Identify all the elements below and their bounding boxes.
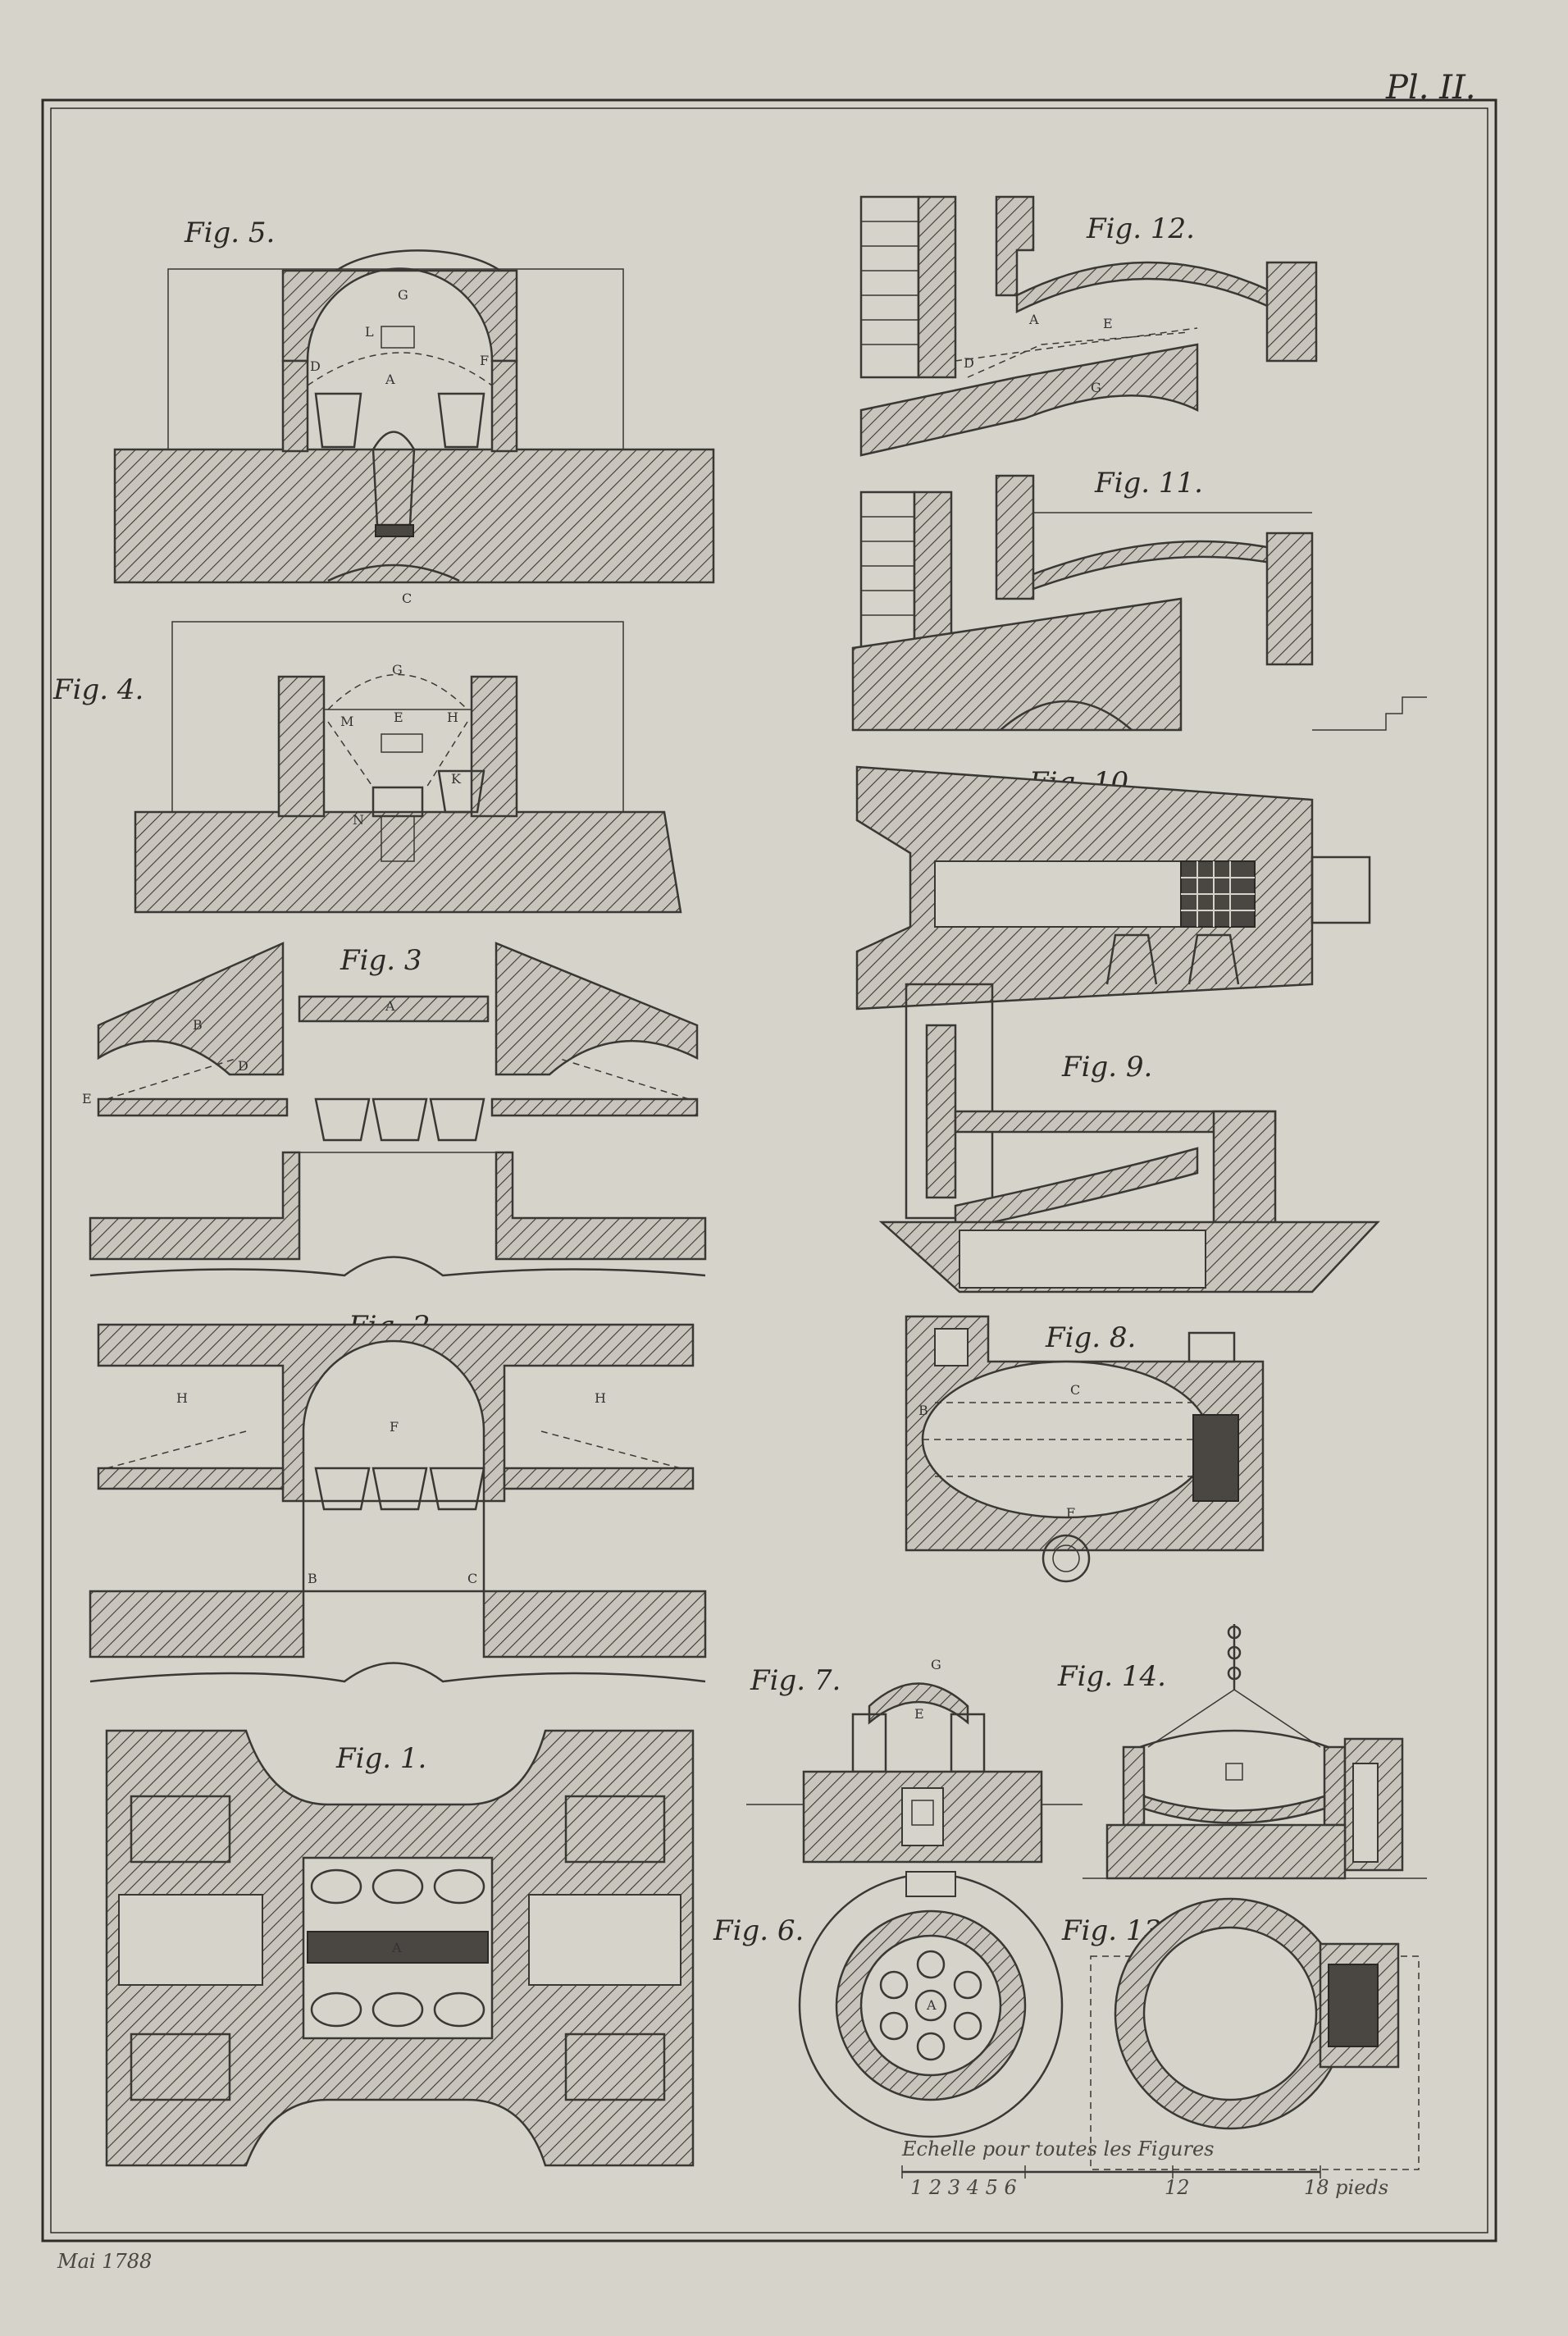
letter-f-8: F — [1066, 1505, 1075, 1521]
letter-g: G — [398, 287, 408, 303]
letter-c-2: C — [467, 1571, 477, 1586]
letter-f-2: F — [390, 1419, 399, 1435]
letter-e-12: E — [1103, 316, 1113, 331]
scale-numbers: 1 2 3 4 5 6 — [910, 2176, 1017, 2199]
figure-9-label: Fig. 9. — [1061, 1051, 1152, 1084]
figure-7-label: Fig. 7. — [750, 1664, 841, 1697]
letter-e-3: E — [82, 1091, 92, 1106]
figure-5-label: Fig. 5. — [184, 217, 275, 249]
letter-l: L — [365, 324, 374, 340]
letter-e: E — [394, 709, 403, 725]
scale-bar: Echelle pour toutes les Figures 1 2 3 4 … — [901, 2138, 1388, 2199]
letter-g-7: G — [931, 1657, 941, 1672]
figure-12-label: Fig. 12. — [1086, 212, 1195, 245]
letter-b-8: B — [918, 1403, 928, 1418]
figure-11: Fig. 11. — [851, 467, 1427, 732]
scale-caption: Echelle pour toutes les Figures — [901, 2138, 1214, 2160]
letter-a-3: A — [385, 998, 395, 1014]
letter-e-7: E — [914, 1706, 924, 1722]
figure-14-label: Fig. 14. — [1057, 1660, 1166, 1693]
figure-10: Fig. 10. — [855, 765, 1371, 1011]
figure-5: Fig. 5. G L A D F C — [113, 217, 715, 606]
figure-9: Fig. 9. — [878, 983, 1380, 1293]
plate-inner-frame — [50, 107, 1488, 2233]
figure-1: Fig. 1. A — [105, 1729, 695, 2167]
figure-3-label: Fig. 3 — [340, 944, 422, 977]
figure-6-label: Fig. 6. — [713, 1914, 804, 1947]
figure-6: Fig. 6. A — [713, 1871, 1064, 2138]
figure-7: Fig. 7. G E — [746, 1657, 1083, 1864]
figure-12: Fig. 12. A D E G — [859, 195, 1318, 457]
letter-a-1: A — [391, 1940, 402, 1955]
figure-11-label: Fig. 11. — [1094, 467, 1203, 500]
letter-h-2a: H — [176, 1390, 188, 1406]
letter-m: M — [340, 714, 353, 729]
figure-14: Fig. 14. — [1057, 1624, 1427, 1880]
figure-4: Fig. 4. G M E H N K — [52, 621, 682, 914]
letter-g-4: G — [392, 662, 403, 678]
letter-a-12: A — [1028, 312, 1039, 327]
scale-mid-mark: 12 — [1165, 2176, 1190, 2199]
letter-h-2b: H — [595, 1390, 606, 1406]
letter-b-3: B — [193, 1017, 203, 1033]
letter-d-12: D — [964, 355, 974, 371]
figure-2: Fig. 2. H H F B C — [89, 1310, 707, 1683]
scale-end-mark: 18 pieds — [1304, 2176, 1388, 2199]
figure-4-label: Fig. 4. — [52, 673, 144, 706]
letter-n: N — [353, 812, 364, 828]
letter-c: C — [402, 591, 412, 606]
letter-h: H — [447, 709, 458, 725]
letter-b-2: B — [308, 1571, 317, 1586]
figure-8: Fig. 8. B C F — [905, 1315, 1265, 1583]
letter-f: F — [480, 353, 489, 368]
figure-13: Fig. 13 — [1061, 1897, 1420, 2170]
letter-d: D — [310, 358, 321, 374]
letter-a-6: A — [926, 1997, 937, 2013]
figure-1-label: Fig. 1. — [335, 1742, 426, 1775]
letter-d-3: D — [238, 1058, 248, 1074]
date-note: Mai 1788 — [57, 2250, 152, 2273]
letter-a: A — [385, 372, 395, 387]
letter-c-8: C — [1070, 1382, 1080, 1398]
figure-8-label: Fig. 8. — [1045, 1321, 1136, 1354]
figure-3: Fig. 3 B D E A — [82, 942, 707, 1277]
letter-g-12: G — [1091, 380, 1101, 395]
plate-outer-frame — [41, 98, 1497, 2242]
letter-k: K — [451, 771, 462, 787]
